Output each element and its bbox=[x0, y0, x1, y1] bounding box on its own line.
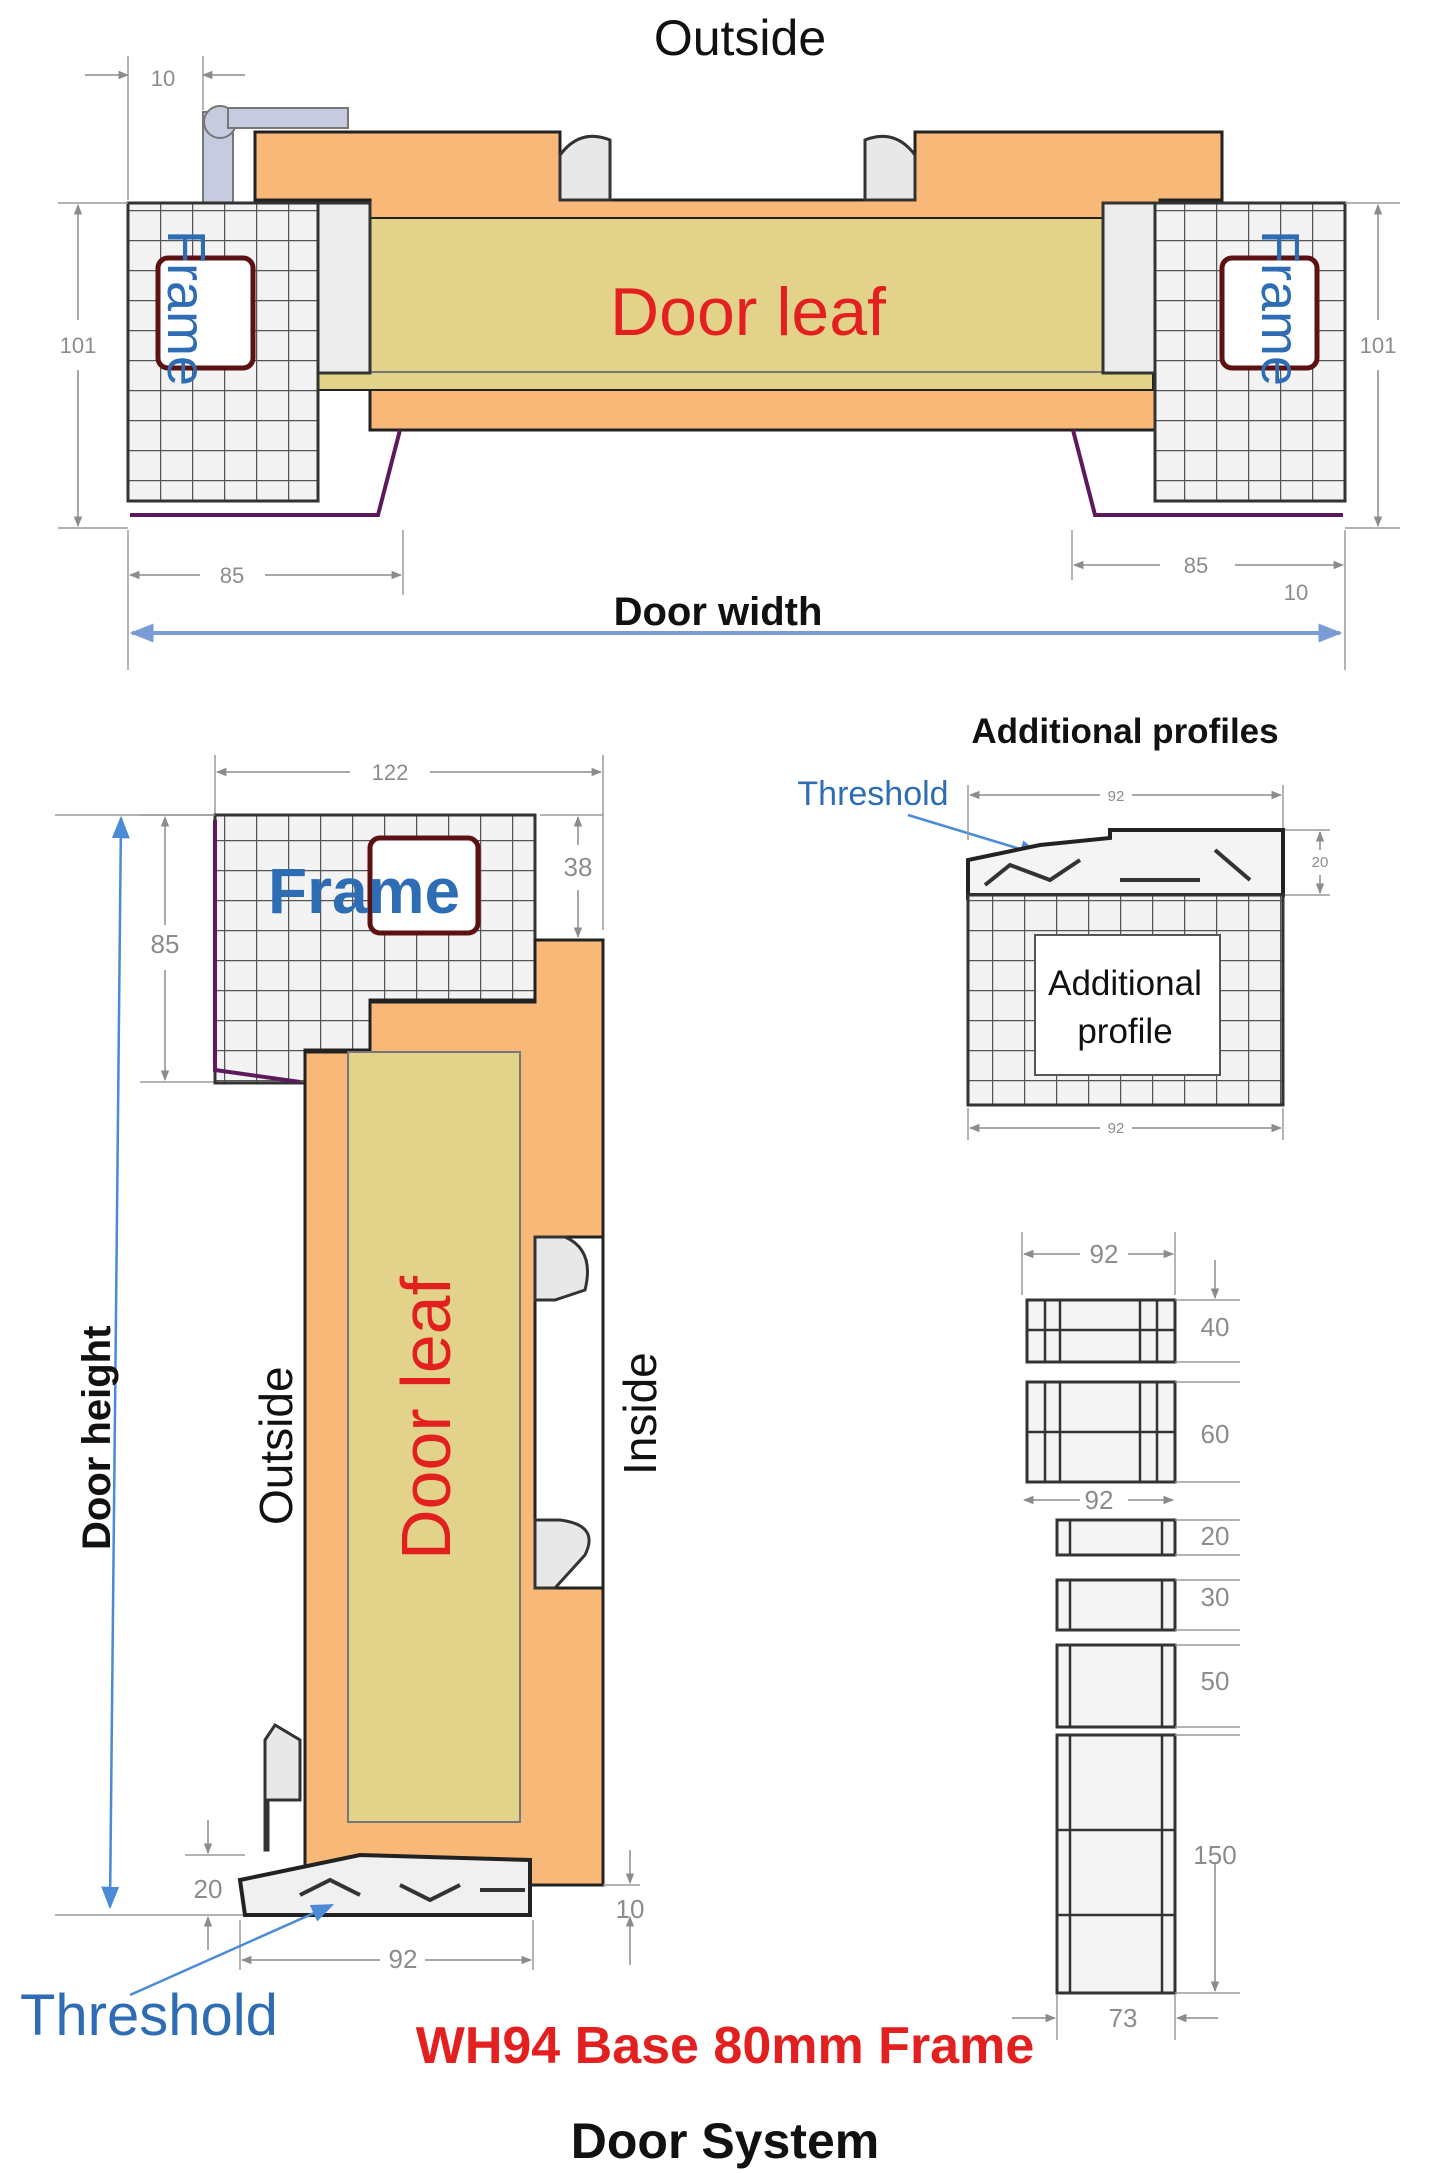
dim-left-depth-value: 85 bbox=[220, 563, 244, 588]
door-width-dimension: Door width bbox=[129, 590, 1343, 643]
gasket-right-icon bbox=[863, 134, 917, 202]
dim-frame-width-value: 122 bbox=[372, 760, 409, 785]
stack-profile-150 bbox=[1055, 1733, 1177, 1995]
gasket-left-icon bbox=[558, 134, 612, 202]
dim-ap-top-height: 20 bbox=[1283, 829, 1330, 896]
gasket-side-upper-icon bbox=[533, 1235, 589, 1302]
dim-ap-bottom-width-value: 92 bbox=[1108, 1120, 1125, 1137]
threshold-callout-right: Threshold bbox=[797, 775, 1043, 858]
dim-frame-width: 122 bbox=[214, 755, 604, 930]
dim-stack-bottom-width-value: 73 bbox=[1109, 2003, 1138, 2033]
threshold-label-side: Threshold bbox=[20, 1983, 278, 2048]
outside-label: Outside bbox=[654, 10, 826, 66]
top-view: Outside 10 Door leaf bbox=[58, 10, 1400, 670]
frame-label-side: Frame bbox=[268, 855, 460, 927]
dim-ap-bottom-width: 92 bbox=[967, 1108, 1284, 1140]
dim-stack-top-width: 92 bbox=[1021, 1232, 1176, 1295]
dim-top-step-value: 38 bbox=[564, 852, 593, 882]
door-leaf-top: Door leaf bbox=[253, 130, 1224, 432]
threshold-label-right: Threshold bbox=[797, 775, 948, 813]
stack-profile-60 bbox=[1025, 1380, 1177, 1484]
stack-height-50: 50 bbox=[1201, 1666, 1230, 1696]
outside-label-side: Outside bbox=[250, 1366, 302, 1525]
threshold-callout: Threshold bbox=[20, 1903, 335, 2048]
stack-height-150: 150 bbox=[1193, 1840, 1236, 1870]
dim-left-depth: 85 bbox=[127, 530, 404, 670]
side-view: 122 85 38 Frame Door leaf bbox=[20, 755, 666, 2048]
threshold-side bbox=[237, 1722, 532, 1917]
door-leaf-label-top: Door leaf bbox=[610, 274, 886, 350]
door-height-dimension: Door height bbox=[55, 814, 305, 1916]
dim-stack-mid-width-value: 92 bbox=[1085, 1485, 1114, 1515]
dim-ap-top-height-value: 20 bbox=[1312, 854, 1329, 871]
dim-ap-top-width-value: 92 bbox=[1108, 788, 1125, 805]
dim-stack-bottom-width: 73 bbox=[1012, 1995, 1218, 2040]
door-height-label: Door height bbox=[75, 1326, 119, 1550]
stack-height-60: 60 bbox=[1201, 1419, 1230, 1449]
additional-profile-box: Additional profile bbox=[966, 893, 1285, 1107]
dim-ap-top-width: 92 bbox=[967, 785, 1284, 840]
profile-stack: 92 92 bbox=[1012, 1232, 1240, 2040]
frame-right-top: Frame bbox=[1071, 201, 1347, 517]
stack-height-20: 20 bbox=[1201, 1521, 1230, 1551]
dim-threshold-height: 20 bbox=[185, 1820, 245, 1950]
stack-profile-40 bbox=[1025, 1298, 1177, 1364]
inside-label-side: Inside bbox=[614, 1352, 666, 1475]
door-leaf-label-side: Door leaf bbox=[387, 1275, 465, 1560]
stack-profile-30 bbox=[1055, 1578, 1177, 1632]
dim-bottom-offset-value: 10 bbox=[616, 1894, 645, 1924]
dim-top-offset: 10 bbox=[85, 56, 245, 200]
frame-right-label: Frame bbox=[1250, 230, 1310, 386]
stack-height-30: 30 bbox=[1201, 1582, 1230, 1612]
footer: WH94 Base 80mm Frame Door System bbox=[416, 2017, 1035, 2169]
dim-left-height: 101 bbox=[58, 202, 128, 529]
dim-right-height: 101 bbox=[1345, 202, 1400, 529]
dim-left-height-value: 101 bbox=[60, 333, 97, 358]
frame-left-label: Frame bbox=[156, 230, 216, 386]
door-leaf-side: Door leaf bbox=[303, 938, 605, 1887]
dim-top-offset-value: 10 bbox=[151, 66, 175, 91]
dim-right-offset-value: 10 bbox=[1284, 580, 1308, 605]
frame-left-top: Frame bbox=[126, 201, 402, 517]
dim-threshold-width-value: 92 bbox=[389, 1944, 418, 1974]
additional-profiles: Additional profiles Threshold 92 20 bbox=[797, 712, 1330, 1140]
stack-height-dims: 40 60 20 30 50 150 bbox=[1175, 1260, 1240, 1994]
product-title: WH94 Base 80mm Frame bbox=[416, 2017, 1035, 2075]
dim-top-step: 38 bbox=[540, 814, 603, 939]
threshold-profile-right bbox=[966, 828, 1285, 900]
stack-height-40: 40 bbox=[1201, 1312, 1230, 1342]
dim-right-depth-value: 85 bbox=[1184, 553, 1208, 578]
stack-profile-50 bbox=[1055, 1643, 1177, 1729]
additional-profiles-title: Additional profiles bbox=[971, 712, 1278, 751]
dim-stack-mid-width: 92 bbox=[1022, 1485, 1175, 1515]
additional-profile-label-1: Additional bbox=[1048, 964, 1202, 1003]
dim-threshold-width: 92 bbox=[239, 1920, 534, 1974]
dim-stack-top-width-value: 92 bbox=[1090, 1239, 1119, 1269]
additional-profile-label-2: profile bbox=[1077, 1012, 1172, 1051]
dim-frame-height-value: 85 bbox=[151, 929, 180, 959]
door-width-label: Door width bbox=[614, 590, 823, 634]
dim-right-height-value: 101 bbox=[1360, 333, 1397, 358]
dim-threshold-height-value: 20 bbox=[194, 1874, 223, 1904]
stack-profile-20 bbox=[1055, 1518, 1177, 1557]
dim-right-depth: 85 10 bbox=[1071, 530, 1346, 670]
footer-subtitle: Door System bbox=[571, 2113, 879, 2169]
dim-bottom-offset: 10 bbox=[603, 1850, 644, 1965]
gasket-side-lower-icon bbox=[533, 1518, 591, 1590]
